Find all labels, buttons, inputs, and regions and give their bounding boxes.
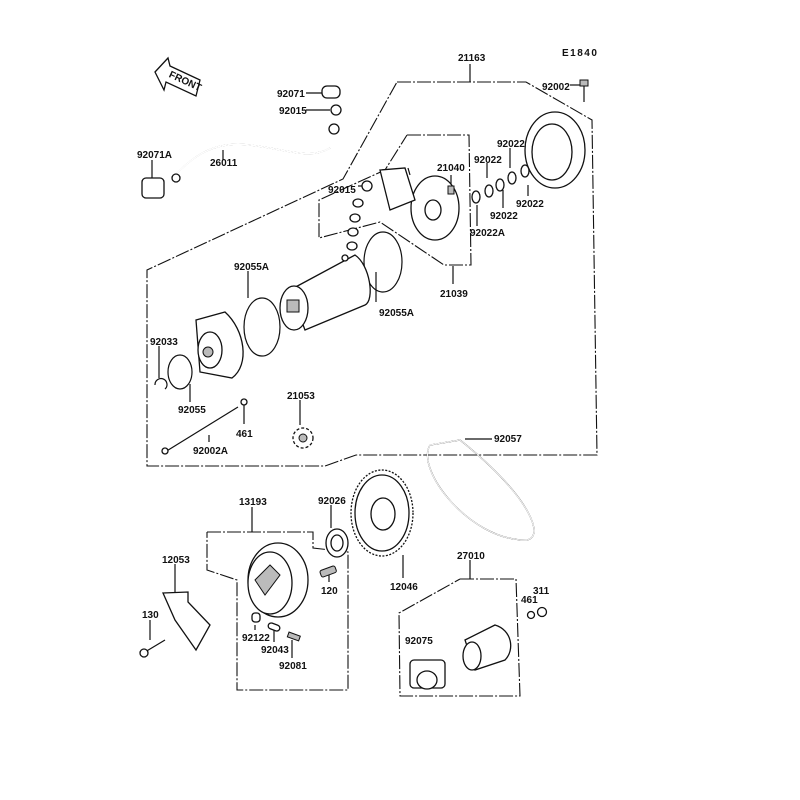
sprocket-12046 — [350, 469, 414, 557]
diagram-code: E1840 — [562, 48, 598, 59]
part-label: 92022 — [474, 155, 502, 166]
part-label: 12053 — [162, 555, 190, 566]
nut-92015 — [330, 104, 342, 116]
assembly-frame-21163 — [146, 81, 598, 467]
bolt-92002 — [579, 79, 589, 87]
part-label: 12046 — [390, 582, 418, 593]
roller-92122 — [251, 612, 261, 623]
part-label: 130 — [142, 610, 159, 621]
part-label: 21040 — [437, 163, 465, 174]
washers-92022 — [471, 164, 530, 204]
part-label: 92071A — [137, 150, 172, 161]
assembly-frame-13193 — [206, 531, 349, 691]
part-label: 92002A — [193, 446, 228, 457]
part-label: 92055A — [379, 308, 414, 319]
o-ring-92055 — [167, 354, 193, 390]
brush-21040 — [447, 185, 455, 195]
part-label: 21053 — [287, 391, 315, 402]
insulator-washers — [346, 180, 373, 251]
part-labels: E1840 21163 92002 92071 92015 92071A 260… — [137, 48, 598, 672]
part-label: 92081 — [279, 661, 307, 672]
part-label: 92055 — [178, 405, 206, 416]
nut-311 — [536, 606, 548, 618]
part-label: 92043 — [261, 645, 289, 656]
part-label: 92015 — [279, 106, 307, 117]
part-label: 27010 — [457, 551, 485, 562]
cap-92071A — [141, 177, 165, 199]
brush-holder — [379, 167, 416, 211]
cap-92071 — [321, 85, 341, 99]
starter-clutch-13193 — [247, 542, 309, 618]
part-label: 92022 — [497, 139, 525, 150]
cable-terminal — [328, 123, 340, 135]
part-label: 311 — [533, 586, 550, 597]
part-label: 92022 — [490, 211, 518, 222]
washer-461 — [240, 398, 248, 406]
part-label: 92071 — [277, 89, 305, 100]
part-label: 92033 — [150, 337, 178, 348]
pin-92043 — [267, 622, 281, 632]
leader-lines — [149, 64, 580, 658]
part-label: 92055A — [234, 262, 269, 273]
part-label: 92026 — [318, 496, 346, 507]
part-label: 461 — [236, 429, 253, 440]
spring-92081 — [286, 631, 301, 642]
part-label: 92075 — [405, 636, 433, 647]
o-ring-92055A — [243, 297, 281, 357]
starter-cable-26011 — [171, 143, 331, 179]
part-label: 461 — [521, 595, 538, 606]
part-label: 92015 — [328, 185, 356, 196]
circlip-92033 — [154, 377, 168, 390]
part-label: 92057 — [494, 434, 522, 445]
through-bolt-92002A — [164, 406, 239, 453]
o-ring-92055A — [363, 231, 403, 293]
part-label: 21163 — [458, 53, 486, 64]
washer-461 — [526, 610, 536, 620]
bolt-120 — [319, 565, 337, 578]
part-label: 92022 — [516, 199, 544, 210]
part-label: 21039 — [440, 289, 468, 300]
bracket-12053 — [162, 591, 211, 652]
part-label: 92002 — [542, 82, 570, 93]
part-label: 92022A — [470, 228, 505, 239]
starter-relay-27010 — [462, 624, 512, 671]
cable-terminal — [171, 173, 181, 183]
part-label: 13193 — [239, 497, 267, 508]
part-label: 120 — [321, 586, 338, 597]
part-label: 92122 — [242, 633, 270, 644]
relay-cover-92075 — [409, 659, 446, 690]
assembly-frame-27010 — [398, 578, 521, 697]
part-label: 26011 — [210, 158, 238, 169]
front-arrow-icon: FRONT — [154, 56, 203, 97]
front-housing — [195, 311, 244, 379]
starter-motor-yoke — [279, 254, 371, 331]
bolt-130 — [144, 639, 166, 653]
assembly-frame-21039 — [318, 134, 472, 266]
